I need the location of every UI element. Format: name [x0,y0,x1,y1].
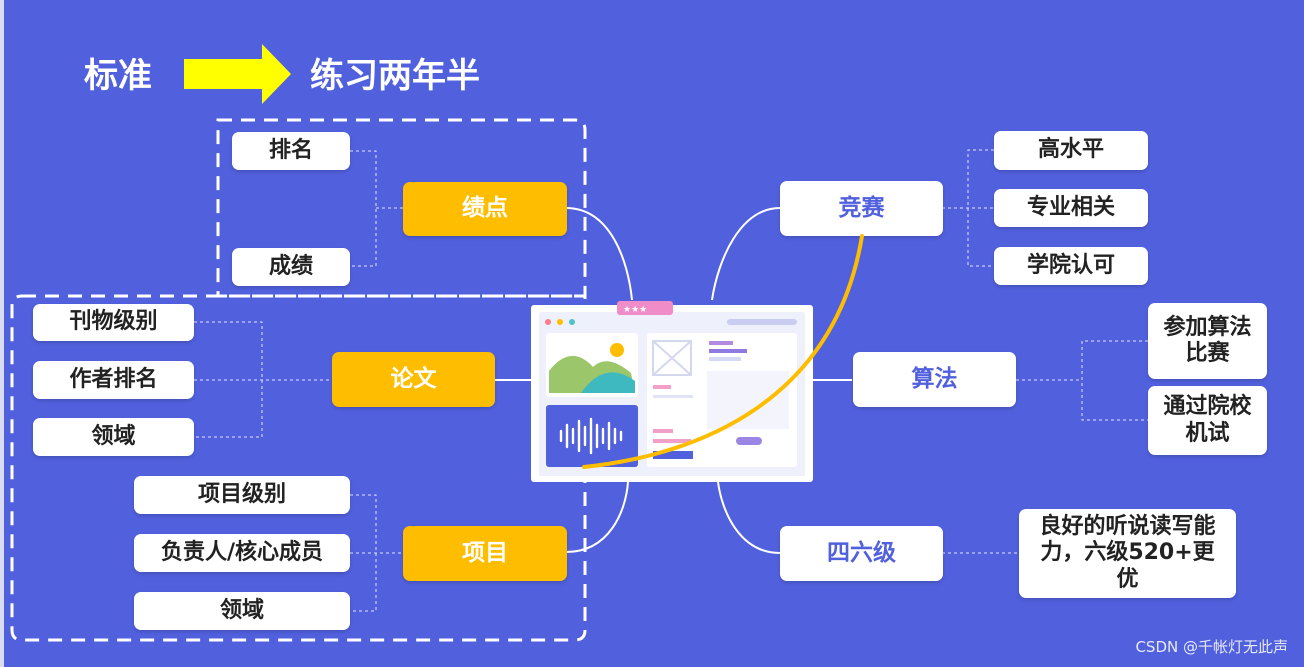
star-rating-icon [617,301,673,315]
title-to: 练习两年半 [310,56,480,96]
node-paper: 论文 [332,352,495,407]
node-project-role: 负责人/核心成员 [134,534,350,572]
gpa-group-frame [216,118,587,298]
document-button [736,437,762,445]
paper-leaf-connector [194,321,332,438]
node-competition-recognized: 学院认可 [994,247,1148,285]
competition-leaf-connector [942,149,994,267]
node-cet: 四六级 [780,526,943,581]
node-gpa: 绩点 [403,182,567,236]
window-dot-teal [569,319,575,325]
title-arrow [184,44,291,104]
node-gpa-score: 成绩 [232,248,350,286]
node-algorithm-exam: 通过院校机试 [1148,386,1267,455]
node-paper-journal-level: 刊物级别 [33,304,194,341]
connector-cet [717,481,781,554]
node-project-field: 领域 [134,592,350,630]
node-competition-high-level: 高水平 [994,131,1148,170]
node-gpa-rank: 排名 [232,132,350,170]
connector-competition [711,207,781,301]
svg-text:★★★: ★★★ [623,305,647,315]
watermark: CSDN @千帐灯无此声 [1135,638,1288,656]
connector-project [565,481,629,553]
node-competition-relevant: 专业相关 [994,189,1148,227]
node-project: 项目 [403,526,567,581]
node-cet-detail: 良好的听说读写能力，六级520+更优 [1019,509,1236,598]
soundwave-icon [559,417,623,455]
title-from: 标准 [84,56,152,96]
project-leaf-connector [350,494,403,612]
image-placeholder-icon [652,340,692,376]
monitor-illustration: ★★★ [531,301,813,482]
algorithm-leaf-connector [1016,340,1148,421]
node-algorithm: 算法 [853,352,1016,407]
left-edge-strip [0,0,4,667]
paper-project-group-frame [10,294,587,642]
connector-gpa [565,207,633,301]
node-competition: 竞赛 [780,181,943,236]
node-project-level: 项目级别 [134,476,350,514]
node-paper-field: 领域 [33,418,194,456]
window-dot-red [545,319,551,325]
node-algorithm-contest: 参加算法比赛 [1148,303,1267,379]
window-dot-yellow [557,319,563,325]
highlight-curve [582,234,864,469]
sun-icon [610,343,624,357]
node-paper-author-rank: 作者排名 [33,361,194,399]
gpa-leaf-connector [350,150,403,267]
